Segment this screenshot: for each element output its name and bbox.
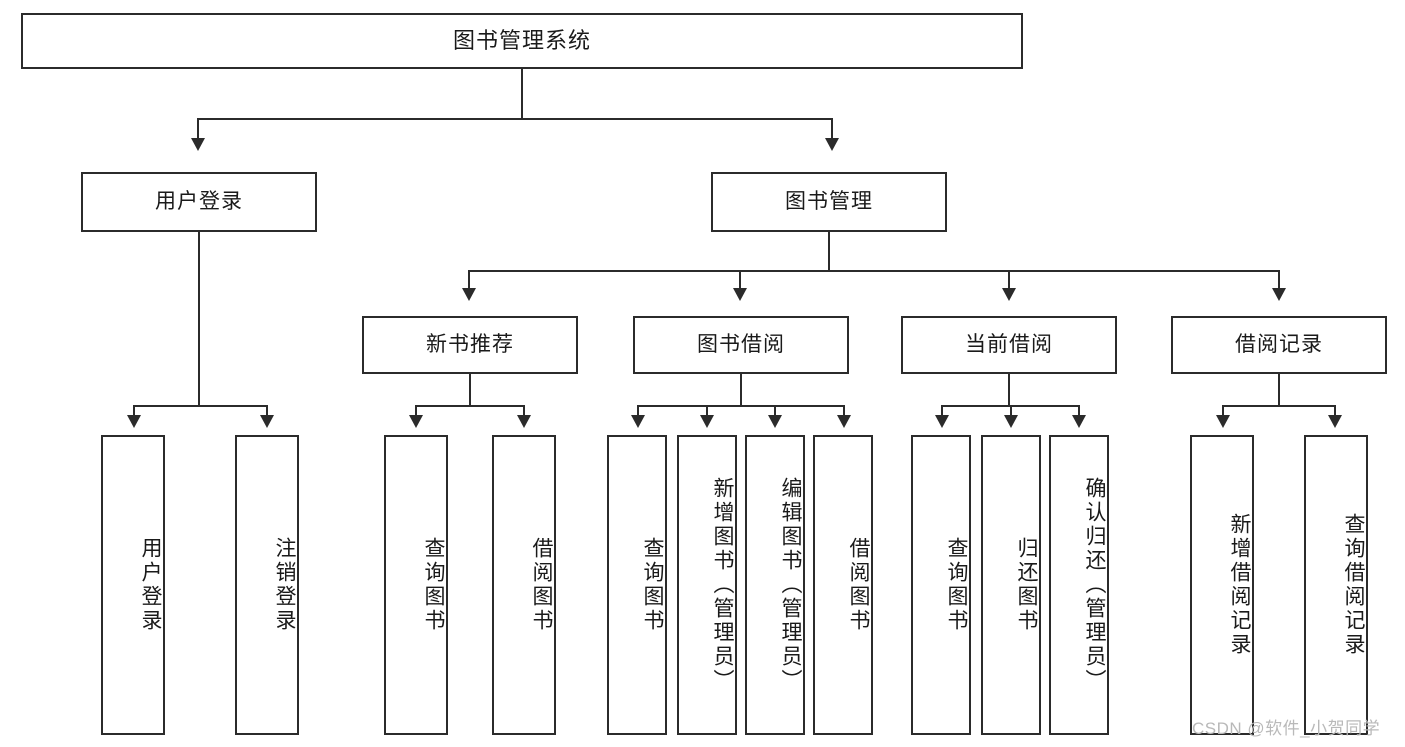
leaf-book-borrow-borrow[interactable]: 借阅图书 bbox=[813, 435, 873, 735]
connector-current-borrow-stem bbox=[1008, 374, 1010, 406]
node-label: 编辑图书（管理员） bbox=[779, 477, 802, 693]
watermark-text: CSDN @软件_小贺同学 bbox=[1192, 719, 1381, 738]
node-book-borrow[interactable]: 图书借阅 bbox=[633, 316, 849, 374]
leaf-user-login-login[interactable]: 用户登录 bbox=[101, 435, 165, 735]
connector-borrow-record-bus bbox=[1222, 405, 1336, 407]
leaf-current-borrow-confirm-return[interactable]: 确认归还（管理员） bbox=[1049, 435, 1109, 735]
connector-root-stem bbox=[521, 69, 523, 119]
connector-current-borrow-leaf-3 bbox=[1078, 405, 1080, 419]
connector-new-book-stem bbox=[469, 374, 471, 406]
connector-book-borrow-leaf-3 bbox=[774, 405, 776, 419]
arrow-to-leaf-current-borrow-3 bbox=[1072, 415, 1086, 428]
arrow-to-leaf-borrow-record-1 bbox=[1216, 415, 1230, 428]
connector-user-login-bus bbox=[133, 405, 267, 407]
node-label: 借阅图书 bbox=[847, 537, 870, 633]
connector-to-current-borrow bbox=[1008, 270, 1010, 292]
arrow-to-leaf-user-login-1 bbox=[127, 415, 141, 428]
node-root-library-system[interactable]: 图书管理系统 bbox=[21, 13, 1023, 69]
node-book-manage[interactable]: 图书管理 bbox=[711, 172, 947, 232]
arrow-to-new-book bbox=[462, 288, 476, 301]
node-label: 用户登录 bbox=[139, 537, 162, 633]
node-label: 借阅记录 bbox=[1235, 333, 1323, 357]
node-label: 借阅图书 bbox=[530, 537, 553, 633]
arrow-to-leaf-book-borrow-1 bbox=[631, 415, 645, 428]
connector-book-borrow-leaf-2 bbox=[706, 405, 708, 419]
arrow-to-leaf-borrow-record-2 bbox=[1328, 415, 1342, 428]
leaf-new-book-borrow[interactable]: 借阅图书 bbox=[492, 435, 556, 735]
leaf-borrow-record-add[interactable]: 新增借阅记录 bbox=[1190, 435, 1254, 735]
node-label: 归还图书 bbox=[1015, 537, 1038, 633]
connector-to-book-borrow bbox=[739, 270, 741, 292]
connector-to-new-book bbox=[468, 270, 470, 292]
connector-new-book-leaf-2 bbox=[523, 405, 525, 419]
arrow-to-leaf-book-borrow-3 bbox=[768, 415, 782, 428]
leaf-book-borrow-edit[interactable]: 编辑图书（管理员） bbox=[745, 435, 805, 735]
leaf-current-borrow-return[interactable]: 归还图书 bbox=[981, 435, 1041, 735]
leaf-book-borrow-add[interactable]: 新增图书（管理员） bbox=[677, 435, 737, 735]
connector-borrow-record-stem bbox=[1278, 374, 1280, 406]
connector-to-borrow-record bbox=[1278, 270, 1280, 292]
node-borrow-record[interactable]: 借阅记录 bbox=[1171, 316, 1387, 374]
connector-user-login-stem bbox=[198, 232, 200, 406]
connector-book-manage-stem bbox=[828, 232, 830, 271]
node-new-book-recommend[interactable]: 新书推荐 bbox=[362, 316, 578, 374]
leaf-book-borrow-query[interactable]: 查询图书 bbox=[607, 435, 667, 735]
leaf-user-login-logout[interactable]: 注销登录 bbox=[235, 435, 299, 735]
leaf-new-book-query[interactable]: 查询图书 bbox=[384, 435, 448, 735]
node-label: 确认归还（管理员） bbox=[1083, 477, 1106, 693]
arrow-to-leaf-new-book-2 bbox=[517, 415, 531, 428]
arrow-to-leaf-book-borrow-4 bbox=[837, 415, 851, 428]
connector-root-to-user-login bbox=[197, 118, 199, 142]
node-label: 查询图书 bbox=[422, 537, 445, 633]
node-label: 查询借阅记录 bbox=[1342, 513, 1365, 657]
connector-borrow-record-leaf-2 bbox=[1334, 405, 1336, 419]
connector-new-book-bus bbox=[415, 405, 525, 407]
connector-book-borrow-stem bbox=[740, 374, 742, 406]
connector-new-book-leaf-1 bbox=[415, 405, 417, 419]
connector-root-to-book-manage bbox=[831, 118, 833, 142]
node-label: 新书推荐 bbox=[426, 333, 514, 357]
node-label: 图书借阅 bbox=[697, 333, 785, 357]
node-label: 用户登录 bbox=[155, 190, 243, 214]
connector-current-borrow-leaf-1 bbox=[941, 405, 943, 419]
node-label: 新增借阅记录 bbox=[1228, 513, 1251, 657]
connector-book-borrow-bus bbox=[637, 405, 845, 407]
connector-user-login-leaf-1 bbox=[133, 405, 135, 419]
arrow-to-current-borrow bbox=[1002, 288, 1016, 301]
node-label: 图书管理 bbox=[785, 190, 873, 214]
node-label: 图书管理系统 bbox=[452, 27, 591, 53]
arrow-to-book-borrow bbox=[733, 288, 747, 301]
connector-current-borrow-leaf-2 bbox=[1010, 405, 1012, 419]
leaf-current-borrow-query[interactable]: 查询图书 bbox=[911, 435, 971, 735]
arrow-to-leaf-new-book-1 bbox=[409, 415, 423, 428]
node-label: 当前借阅 bbox=[965, 333, 1053, 357]
connector-book-borrow-leaf-4 bbox=[843, 405, 845, 419]
arrow-to-borrow-record bbox=[1272, 288, 1286, 301]
connector-borrow-record-leaf-1 bbox=[1222, 405, 1224, 419]
arrow-to-leaf-book-borrow-2 bbox=[700, 415, 714, 428]
node-user-login[interactable]: 用户登录 bbox=[81, 172, 317, 232]
node-label: 新增图书（管理员） bbox=[711, 477, 734, 693]
connector-book-borrow-leaf-1 bbox=[637, 405, 639, 419]
node-label: 查询图书 bbox=[945, 537, 968, 633]
connector-user-login-leaf-2 bbox=[266, 405, 268, 419]
connector-book-manage-bus bbox=[468, 270, 1280, 272]
leaf-borrow-record-query[interactable]: 查询借阅记录 bbox=[1304, 435, 1368, 735]
arrow-to-book-manage bbox=[825, 138, 839, 151]
arrow-to-leaf-user-login-2 bbox=[260, 415, 274, 428]
node-label: 查询图书 bbox=[641, 537, 664, 633]
node-label: 注销登录 bbox=[273, 537, 296, 633]
arrow-to-user-login bbox=[191, 138, 205, 151]
arrow-to-leaf-current-borrow-2 bbox=[1004, 415, 1018, 428]
connector-root-bus bbox=[197, 118, 833, 120]
node-current-borrow[interactable]: 当前借阅 bbox=[901, 316, 1117, 374]
arrow-to-leaf-current-borrow-1 bbox=[935, 415, 949, 428]
